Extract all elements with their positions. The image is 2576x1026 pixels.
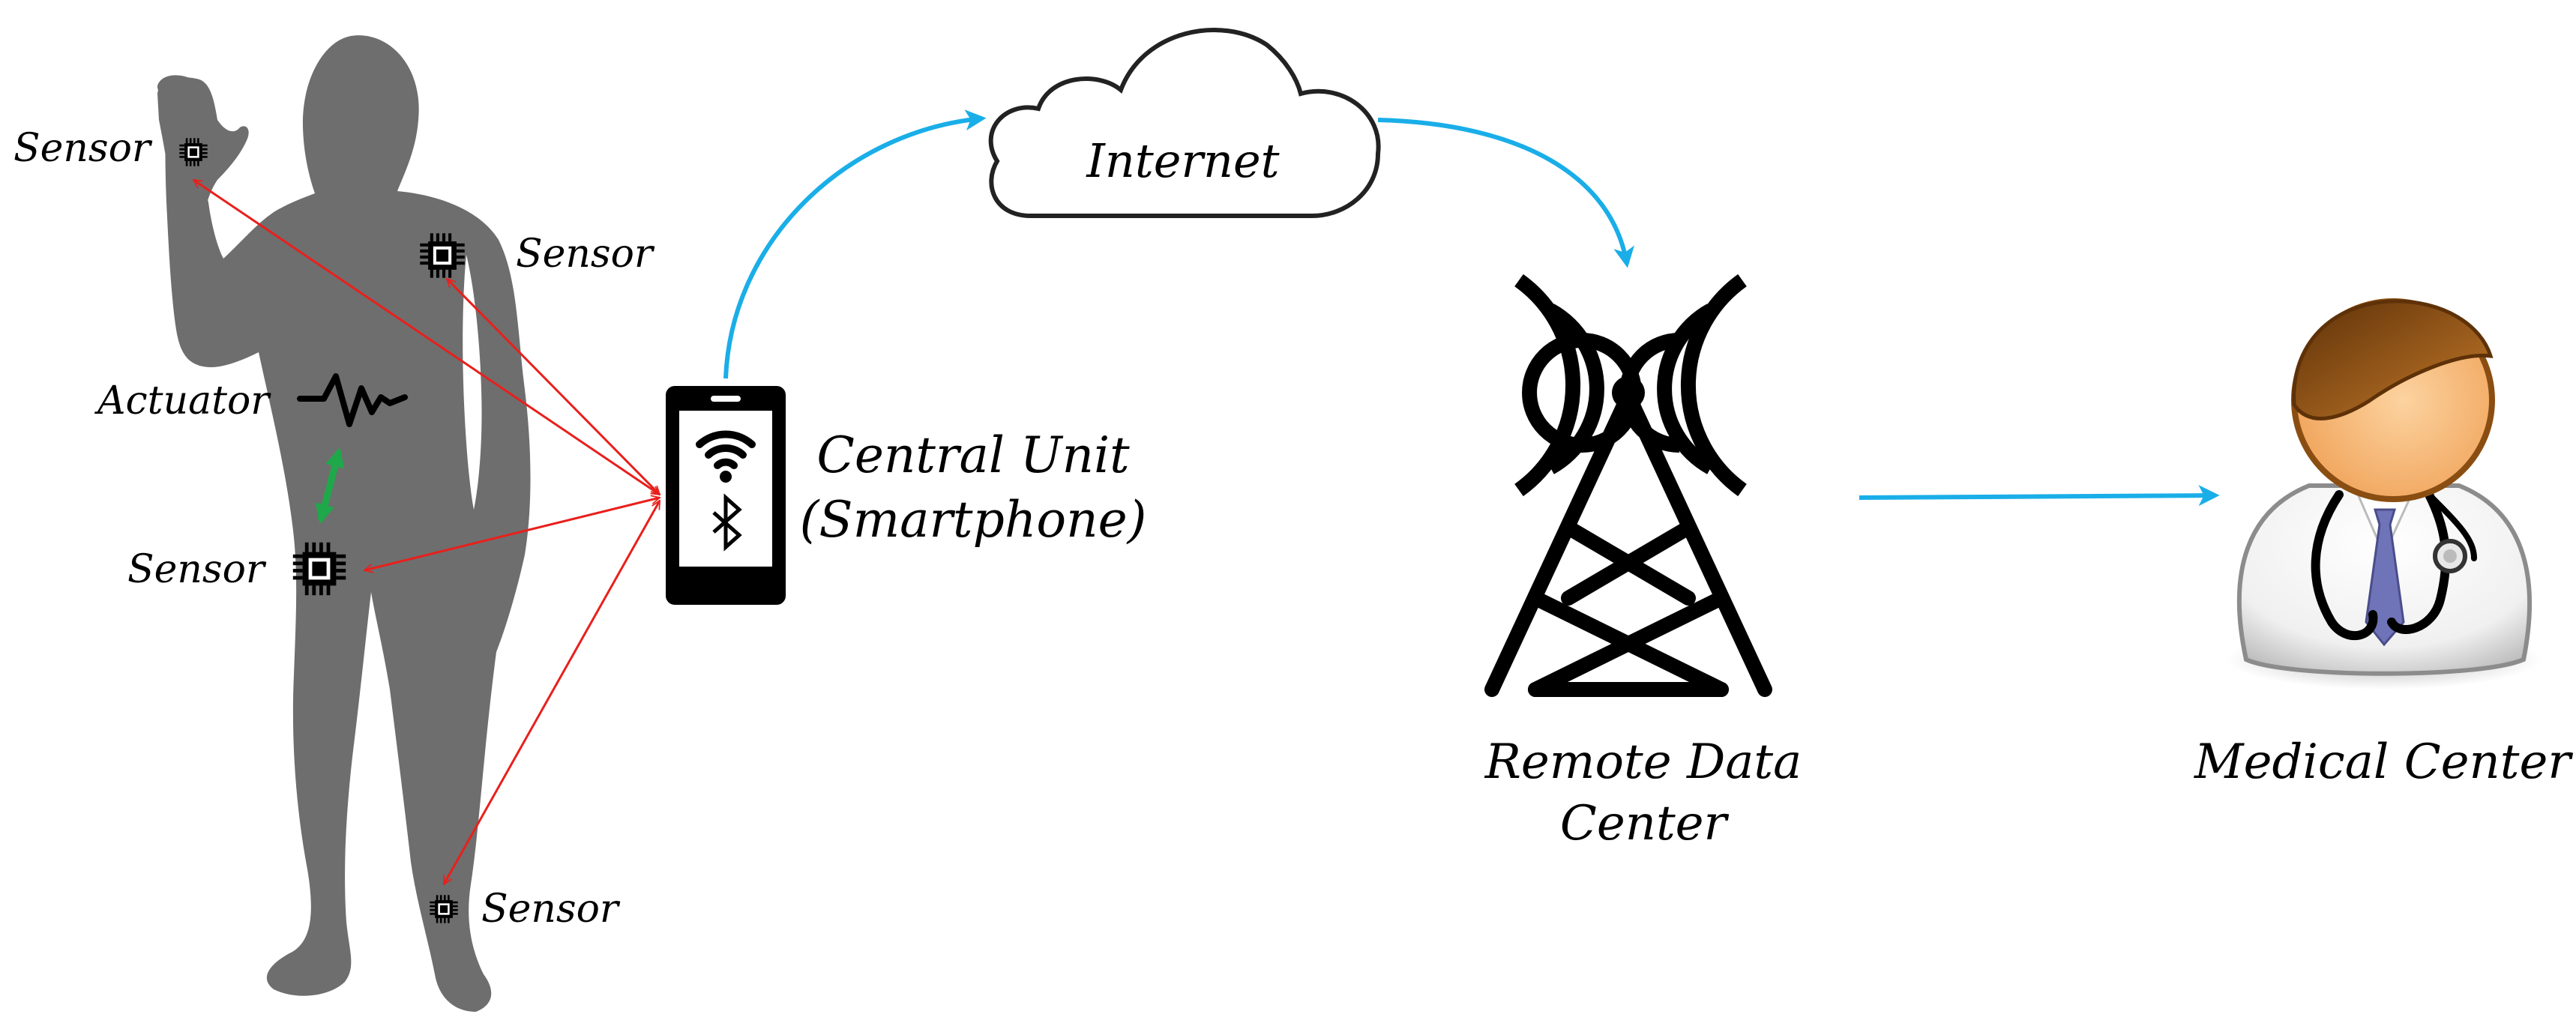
medical-center-label: Medical Center: [2194, 734, 2573, 790]
sensor-link-chest: [447, 279, 660, 495]
sensor-hand-label: Sensor: [13, 126, 153, 171]
remote-data-center-sublabel: Center: [1560, 796, 1730, 851]
remote-data-center-label: Remote Data: [1484, 734, 1802, 790]
sensor-link-ankle: [442, 501, 661, 884]
internet-to-tower-arrow: [1377, 118, 1635, 268]
sensor-ankle-label: Sensor: [481, 887, 621, 932]
phone-to-internet-arrow: [723, 109, 987, 379]
cloud-icon: [988, 28, 1381, 218]
sensor-chest-label: Sensor: [516, 232, 655, 277]
sensor-links: [193, 178, 661, 884]
wifi-icon: [696, 430, 756, 469]
central-unit-label: Central Unit: [816, 426, 1130, 484]
antenna-tower-structure: [1484, 388, 1772, 697]
tower-to-medical-arrow: [1859, 485, 2220, 507]
sensor-hip-label: Sensor: [127, 547, 267, 592]
internet-label: Internet: [1086, 133, 1279, 188]
smartphone-icon: [666, 386, 786, 605]
bluetooth-icon: [712, 493, 742, 552]
doctor-icon: [2227, 298, 2542, 689]
central-unit-sublabel: (Smartphone): [800, 491, 1147, 549]
antenna-tower-top: [1612, 376, 1645, 409]
actuator-label: Actuator: [94, 378, 271, 423]
